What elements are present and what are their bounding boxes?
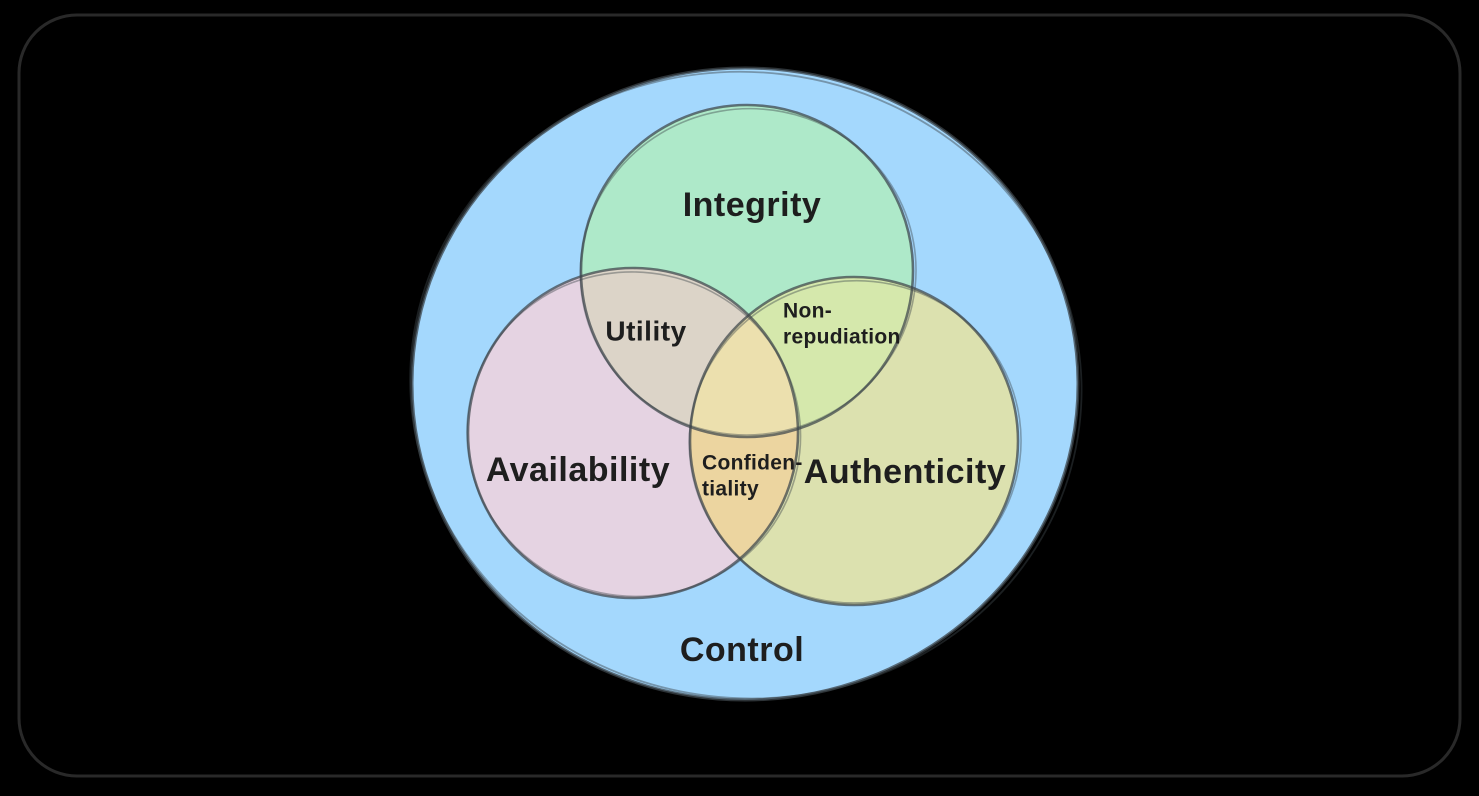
non-repudiation-label-line1: Non- xyxy=(783,300,832,323)
availability-label: Availability xyxy=(486,451,670,489)
integrity-circle-outline xyxy=(579,103,915,439)
availability-circle-outline-sketch xyxy=(466,271,802,598)
center-overlap-region xyxy=(690,277,798,437)
authenticity-circle-outline xyxy=(688,275,1020,607)
circle-outlines xyxy=(409,66,1083,702)
authenticity-label: Authenticity xyxy=(804,453,1006,491)
non-repudiation-label-line2: repudiation xyxy=(783,326,901,349)
frame-border xyxy=(17,13,1462,778)
control-circle-outline-sketch xyxy=(409,70,1083,700)
availability-circle-outline xyxy=(466,266,800,600)
confidentiality-label-line1: Confiden- xyxy=(702,452,803,475)
control-label: Control xyxy=(680,631,804,669)
confidentiality-label-line2: tiality xyxy=(702,478,759,501)
authenticity-circle-outline-sketch xyxy=(688,279,1022,604)
utility-label: Utility xyxy=(605,316,686,347)
integrity-circle-outline-sketch xyxy=(579,107,917,436)
control-circle-outline xyxy=(410,66,1080,702)
integrity-label: Integrity xyxy=(683,186,822,224)
